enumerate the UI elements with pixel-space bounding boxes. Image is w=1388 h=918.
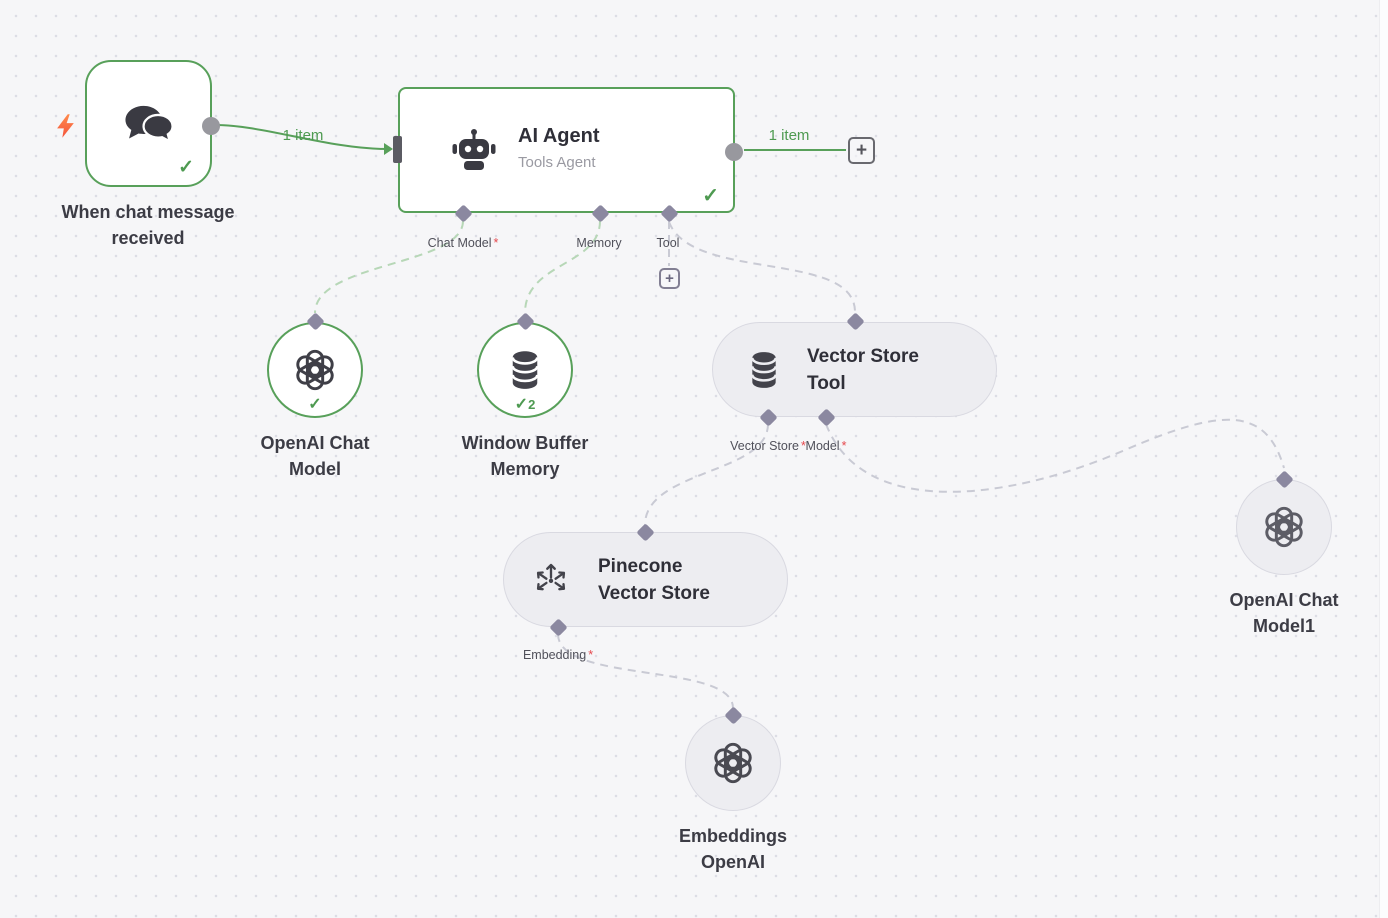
port-label-vector-store: Vector Store* (730, 439, 806, 453)
agent-output-handle[interactable] (725, 143, 743, 161)
connection-vector-store-to-pinecone[interactable] (644, 423, 769, 526)
openai-icon (1261, 504, 1307, 550)
node-title: Vector Store Tool (807, 345, 919, 394)
port-label-text: Vector Store (730, 439, 799, 453)
port-label-memory: Memory (576, 236, 623, 250)
scrollbar-track[interactable] (1379, 0, 1388, 918)
node-subtitle: Tools Agent (518, 154, 596, 171)
connection-memory[interactable] (524, 220, 601, 314)
required-marker: * (800, 439, 806, 453)
node-title: When chat message received (61, 202, 235, 249)
node-title: Window Buffer Memory (461, 433, 589, 480)
node-title: Embeddings OpenAI (678, 826, 787, 873)
add-tool-button[interactable]: + (659, 268, 680, 289)
agent-input-handle[interactable] (393, 136, 402, 163)
run-count: 2 (528, 397, 536, 412)
database-icon (504, 349, 546, 391)
node-title: Pinecone Vector Store (598, 555, 710, 604)
port-label-text: Tool (656, 236, 680, 250)
trigger-output-handle[interactable] (202, 117, 220, 135)
connection-arrowhead (384, 143, 393, 155)
success-check-icon: ✓2 (479, 394, 571, 414)
required-marker: * (493, 236, 499, 250)
node-window-buffer-memory[interactable]: ✓2 (477, 322, 573, 418)
port-label-text: Embedding (522, 648, 587, 662)
openai-icon (710, 740, 756, 786)
connection-embedding-to-embeddings-openai[interactable] (557, 633, 734, 709)
port-label-tool: Tool (657, 236, 682, 250)
success-check-icon: ✓ (178, 157, 194, 178)
add-node-button[interactable]: + (848, 137, 875, 164)
port-label-model: Model* (806, 439, 847, 453)
node-title: OpenAI Chat Model1 (1229, 590, 1339, 637)
connection-item-count: 1 item (282, 127, 324, 144)
required-marker: * (588, 648, 594, 662)
connection-trigger-to-agent[interactable] (215, 124, 387, 150)
plus-icon: + (855, 139, 868, 161)
port-label-chat-model: Chat Model* (428, 236, 499, 250)
connection-model-to-openai-chat-model1[interactable] (825, 418, 1285, 493)
database-icon (744, 350, 784, 390)
node-when-chat-message-received[interactable]: ✓ (85, 60, 220, 187)
node-pinecone-vector-store[interactable]: Pinecone Vector Store (503, 532, 788, 627)
success-check-icon: ✓ (269, 394, 361, 414)
plus-icon: + (665, 270, 674, 287)
lightning-bolt-icon (53, 113, 79, 139)
node-openai-chat-model[interactable]: ✓ (267, 322, 363, 418)
required-marker: * (841, 439, 847, 453)
port-label-embedding: Embedding* (523, 648, 593, 662)
connection-item-count: 1 item (768, 127, 810, 144)
node-title: OpenAI Chat Model (260, 433, 370, 480)
node-openai-chat-model1[interactable] (1236, 479, 1332, 575)
port-label-text: Chat Model (427, 236, 492, 250)
robot-icon (450, 127, 498, 175)
node-title: AI Agent (518, 125, 600, 147)
check-icon: ✓ (308, 396, 322, 413)
success-check-icon: ✓ (702, 185, 719, 207)
port-label-text: Model (805, 439, 840, 453)
openai-icon (292, 347, 338, 393)
check-icon: ✓ (514, 396, 529, 413)
node-embeddings-openai[interactable] (685, 715, 781, 811)
connection-chat-model[interactable] (314, 220, 464, 314)
pinecone-icon (531, 560, 571, 600)
node-ai-agent[interactable]: AI Agent Tools Agent ✓ (393, 87, 743, 213)
port-label-text: Memory (576, 236, 622, 250)
node-vector-store-tool[interactable]: Vector Store Tool (712, 322, 997, 417)
connection-tool-to-vector-store-tool[interactable] (668, 221, 856, 313)
chat-bubbles-icon (120, 95, 178, 153)
